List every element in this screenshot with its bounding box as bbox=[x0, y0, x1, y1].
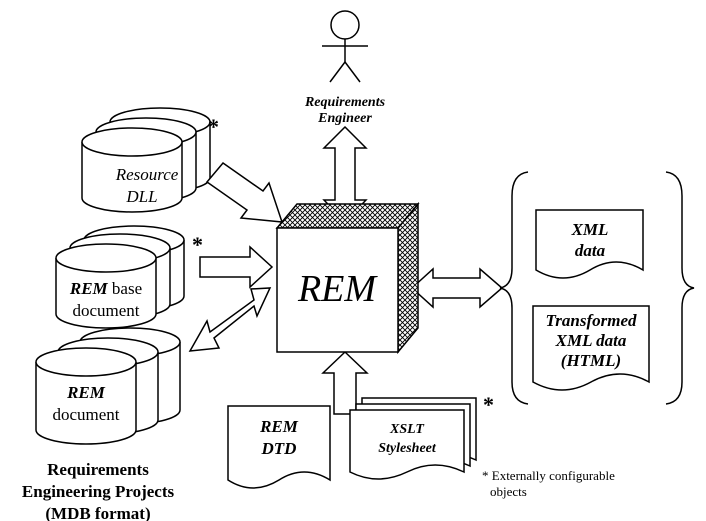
rem-dtd-line1: REM bbox=[259, 417, 299, 436]
resource-dll-line1: Resource bbox=[115, 165, 179, 184]
resource-dll-cylinder bbox=[81, 107, 211, 213]
outputs-left-brace bbox=[499, 171, 529, 405]
transformed-xml-line1: Transformed bbox=[546, 311, 637, 330]
arrow-rem-document-bidirectional bbox=[188, 287, 272, 352]
rem-document-cylinder bbox=[35, 327, 181, 445]
transformed-xml-document bbox=[532, 305, 650, 391]
xml-data-line2: data bbox=[575, 241, 606, 260]
arrow-base-document-to-rem bbox=[199, 245, 274, 289]
transformed-xml-line3: (HTML) bbox=[561, 351, 621, 370]
rem-base-document-line2: document bbox=[72, 301, 139, 320]
projects-caption-line1: Requirements bbox=[47, 460, 149, 479]
rem-document-line2: document bbox=[52, 405, 119, 424]
rem-base-document-line1: REM base bbox=[69, 279, 142, 298]
xslt-line2: Stylesheet bbox=[378, 441, 437, 456]
projects-caption-line2: Engineering Projects bbox=[22, 482, 175, 501]
actor-label-line1: Requirements bbox=[304, 95, 386, 110]
projects-caption-line3: (MDB format) bbox=[45, 504, 150, 521]
rem-document-line1: REM bbox=[66, 383, 106, 402]
asterisk-xslt: * bbox=[483, 392, 494, 417]
asterisk-resource-dll: * bbox=[208, 114, 219, 139]
arrow-resource-to-rem bbox=[205, 161, 284, 223]
xslt-line1: XSLT bbox=[389, 422, 425, 437]
xml-data-document bbox=[535, 209, 644, 279]
rem-base-document-cylinder bbox=[55, 225, 185, 329]
xslt-stylesheet-document-stack bbox=[349, 397, 477, 480]
actor-label-line2: Engineer bbox=[317, 111, 372, 126]
requirements-engineer-actor bbox=[322, 10, 368, 83]
transformed-xml-line2: XML data bbox=[555, 331, 627, 350]
footnote-line1: * Externally configurable bbox=[482, 468, 615, 483]
arrow-stylesheet-to-rem bbox=[321, 350, 369, 415]
rem-cube bbox=[275, 201, 420, 355]
arrow-rem-to-outputs-bidirectional bbox=[410, 267, 504, 309]
rem-dtd-line2: DTD bbox=[261, 439, 297, 458]
footnote-line2: objects bbox=[490, 484, 527, 499]
xml-data-line1: XML bbox=[571, 220, 609, 239]
rem-dtd-document bbox=[227, 405, 331, 489]
asterisk-rem-base-document: * bbox=[192, 232, 203, 257]
resource-dll-line2: DLL bbox=[125, 187, 157, 206]
rem-cube-label: REM bbox=[297, 268, 378, 310]
outputs-right-brace bbox=[665, 171, 695, 405]
